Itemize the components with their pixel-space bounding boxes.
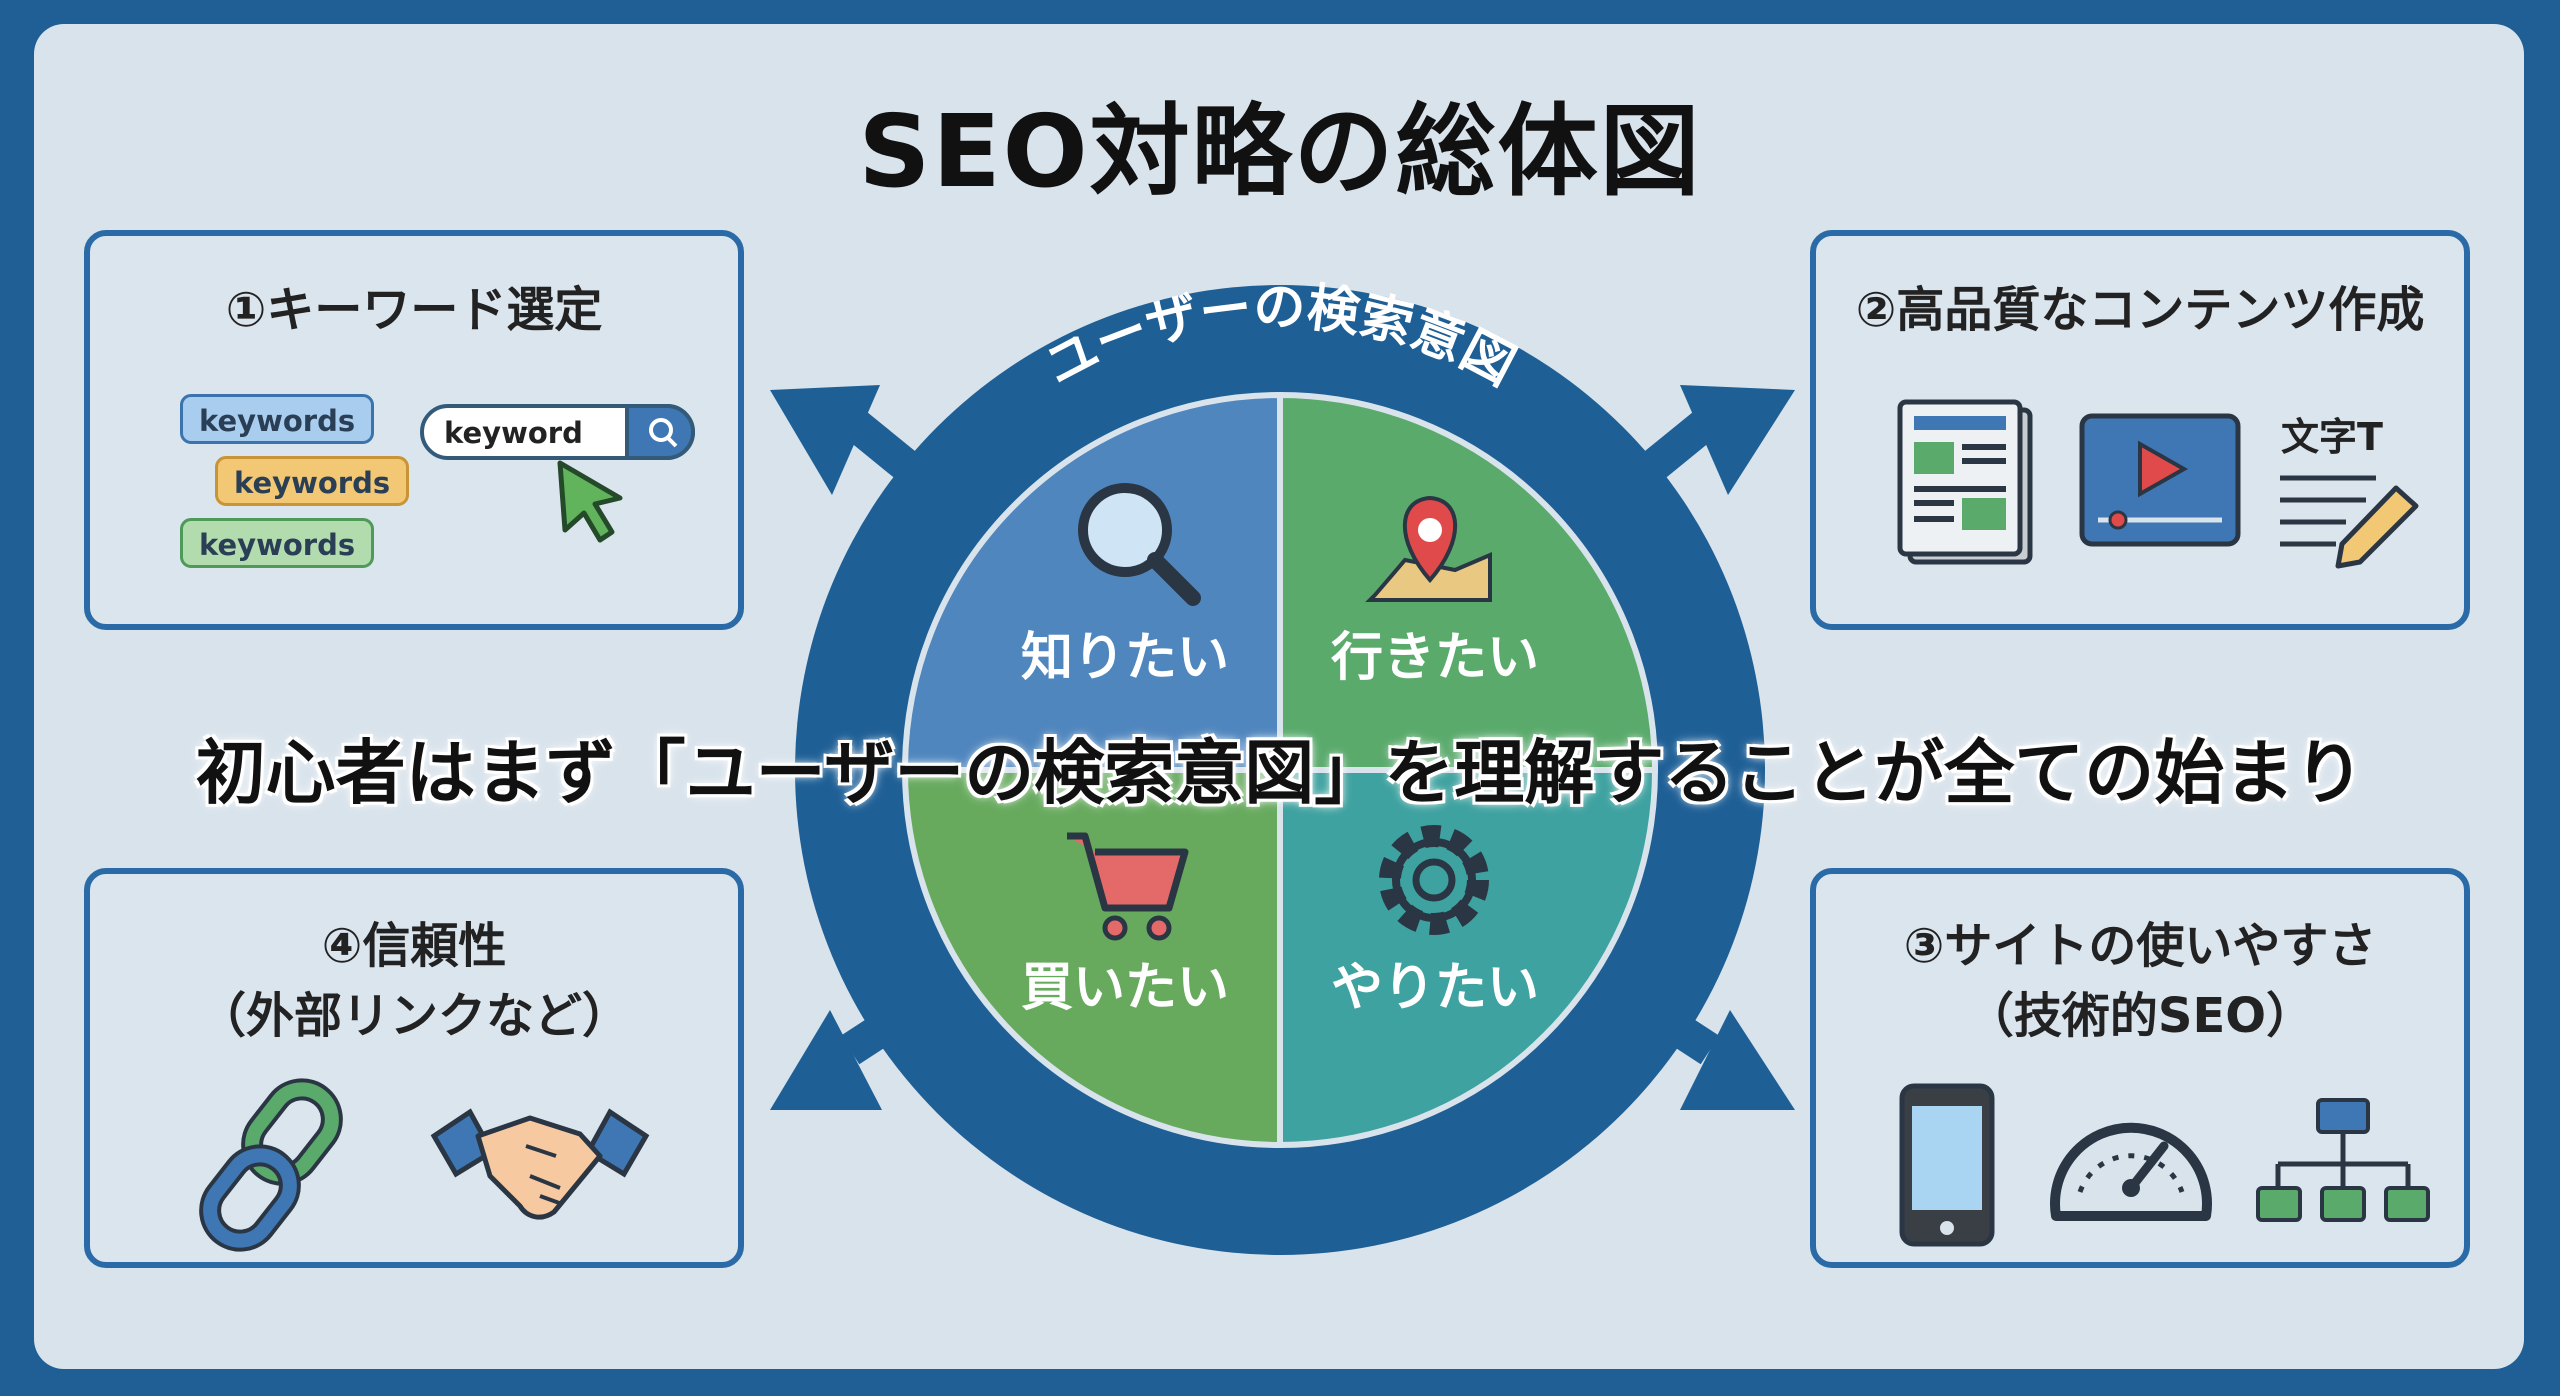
overlay-message: 初心者はまず「ユーザーの検索意図」を理解することが全ての始まり — [195, 732, 2365, 814]
video-player-icon — [2079, 413, 2241, 547]
quadrant-label-go: 行きたい — [1330, 628, 1539, 688]
keyword-tag: keywords — [180, 518, 375, 568]
cursor-arrow-icon — [557, 460, 623, 543]
card-keyword-selection: ①キーワード選定 keywords keywords keywords keyw… — [84, 230, 744, 630]
quadrant-label-buy: 買いたい — [1020, 958, 1229, 1018]
arrowhead-bottom-right — [1680, 1010, 1795, 1110]
search-input: keyword — [420, 404, 695, 460]
card-quality-content: ②高品質なコンテンツ作成 文字T — [1810, 230, 2470, 630]
card-keyword-title: ①キーワード選定 — [225, 282, 603, 338]
keyword-tag: keywords — [215, 456, 410, 506]
card-trust-title: ④信頼性 — [321, 918, 507, 974]
shopping-cart-icon — [1067, 832, 1189, 941]
quadrant-label-do: やりたい — [1330, 958, 1539, 1018]
handshake-icon — [430, 1108, 650, 1220]
card-trust: ④信頼性 （外部リンクなど） — [84, 868, 744, 1268]
quadrant-label-know: 知りたい — [1020, 628, 1229, 688]
sitemap-hierarchy-icon — [2256, 1098, 2430, 1222]
magnifier-icon — [1078, 483, 1201, 606]
map-pin-icon — [1365, 495, 1492, 602]
quadrant-do — [1277, 767, 1659, 1149]
speedometer-icon — [2050, 1122, 2212, 1221]
quadrant-know — [901, 391, 1283, 773]
search-icon — [649, 418, 678, 448]
newspaper-icon — [1897, 399, 2033, 565]
arrowhead-top-right — [1680, 385, 1795, 495]
text-editing-icon-label: 文字T — [2281, 415, 2383, 459]
card-usability-title: ③サイトの使いやすさ — [1903, 918, 2377, 974]
arrowhead-top-left — [770, 385, 880, 495]
card-content-title: ②高品質なコンテンツ作成 — [1855, 282, 2425, 338]
search-button — [625, 404, 695, 460]
arrowhead-bottom-left — [770, 1010, 882, 1110]
text-editing-icon — [2280, 475, 2419, 569]
quadrant-buy — [901, 767, 1283, 1149]
chain-link-icon — [199, 1078, 343, 1252]
keyword-tag: keywords — [180, 394, 375, 444]
card-usability: ③サイトの使いやすさ （技術的SEO） — [1810, 868, 2470, 1268]
gear-icon — [1379, 825, 1489, 935]
diagram-title: SEO対略の総体図 — [858, 93, 1702, 210]
card-usability-subtitle: （技術的SEO） — [1965, 988, 2315, 1044]
search-input-text: keyword — [444, 416, 583, 450]
card-trust-subtitle: （外部リンクなど） — [197, 988, 630, 1044]
smartphone-icon — [1899, 1083, 1995, 1247]
